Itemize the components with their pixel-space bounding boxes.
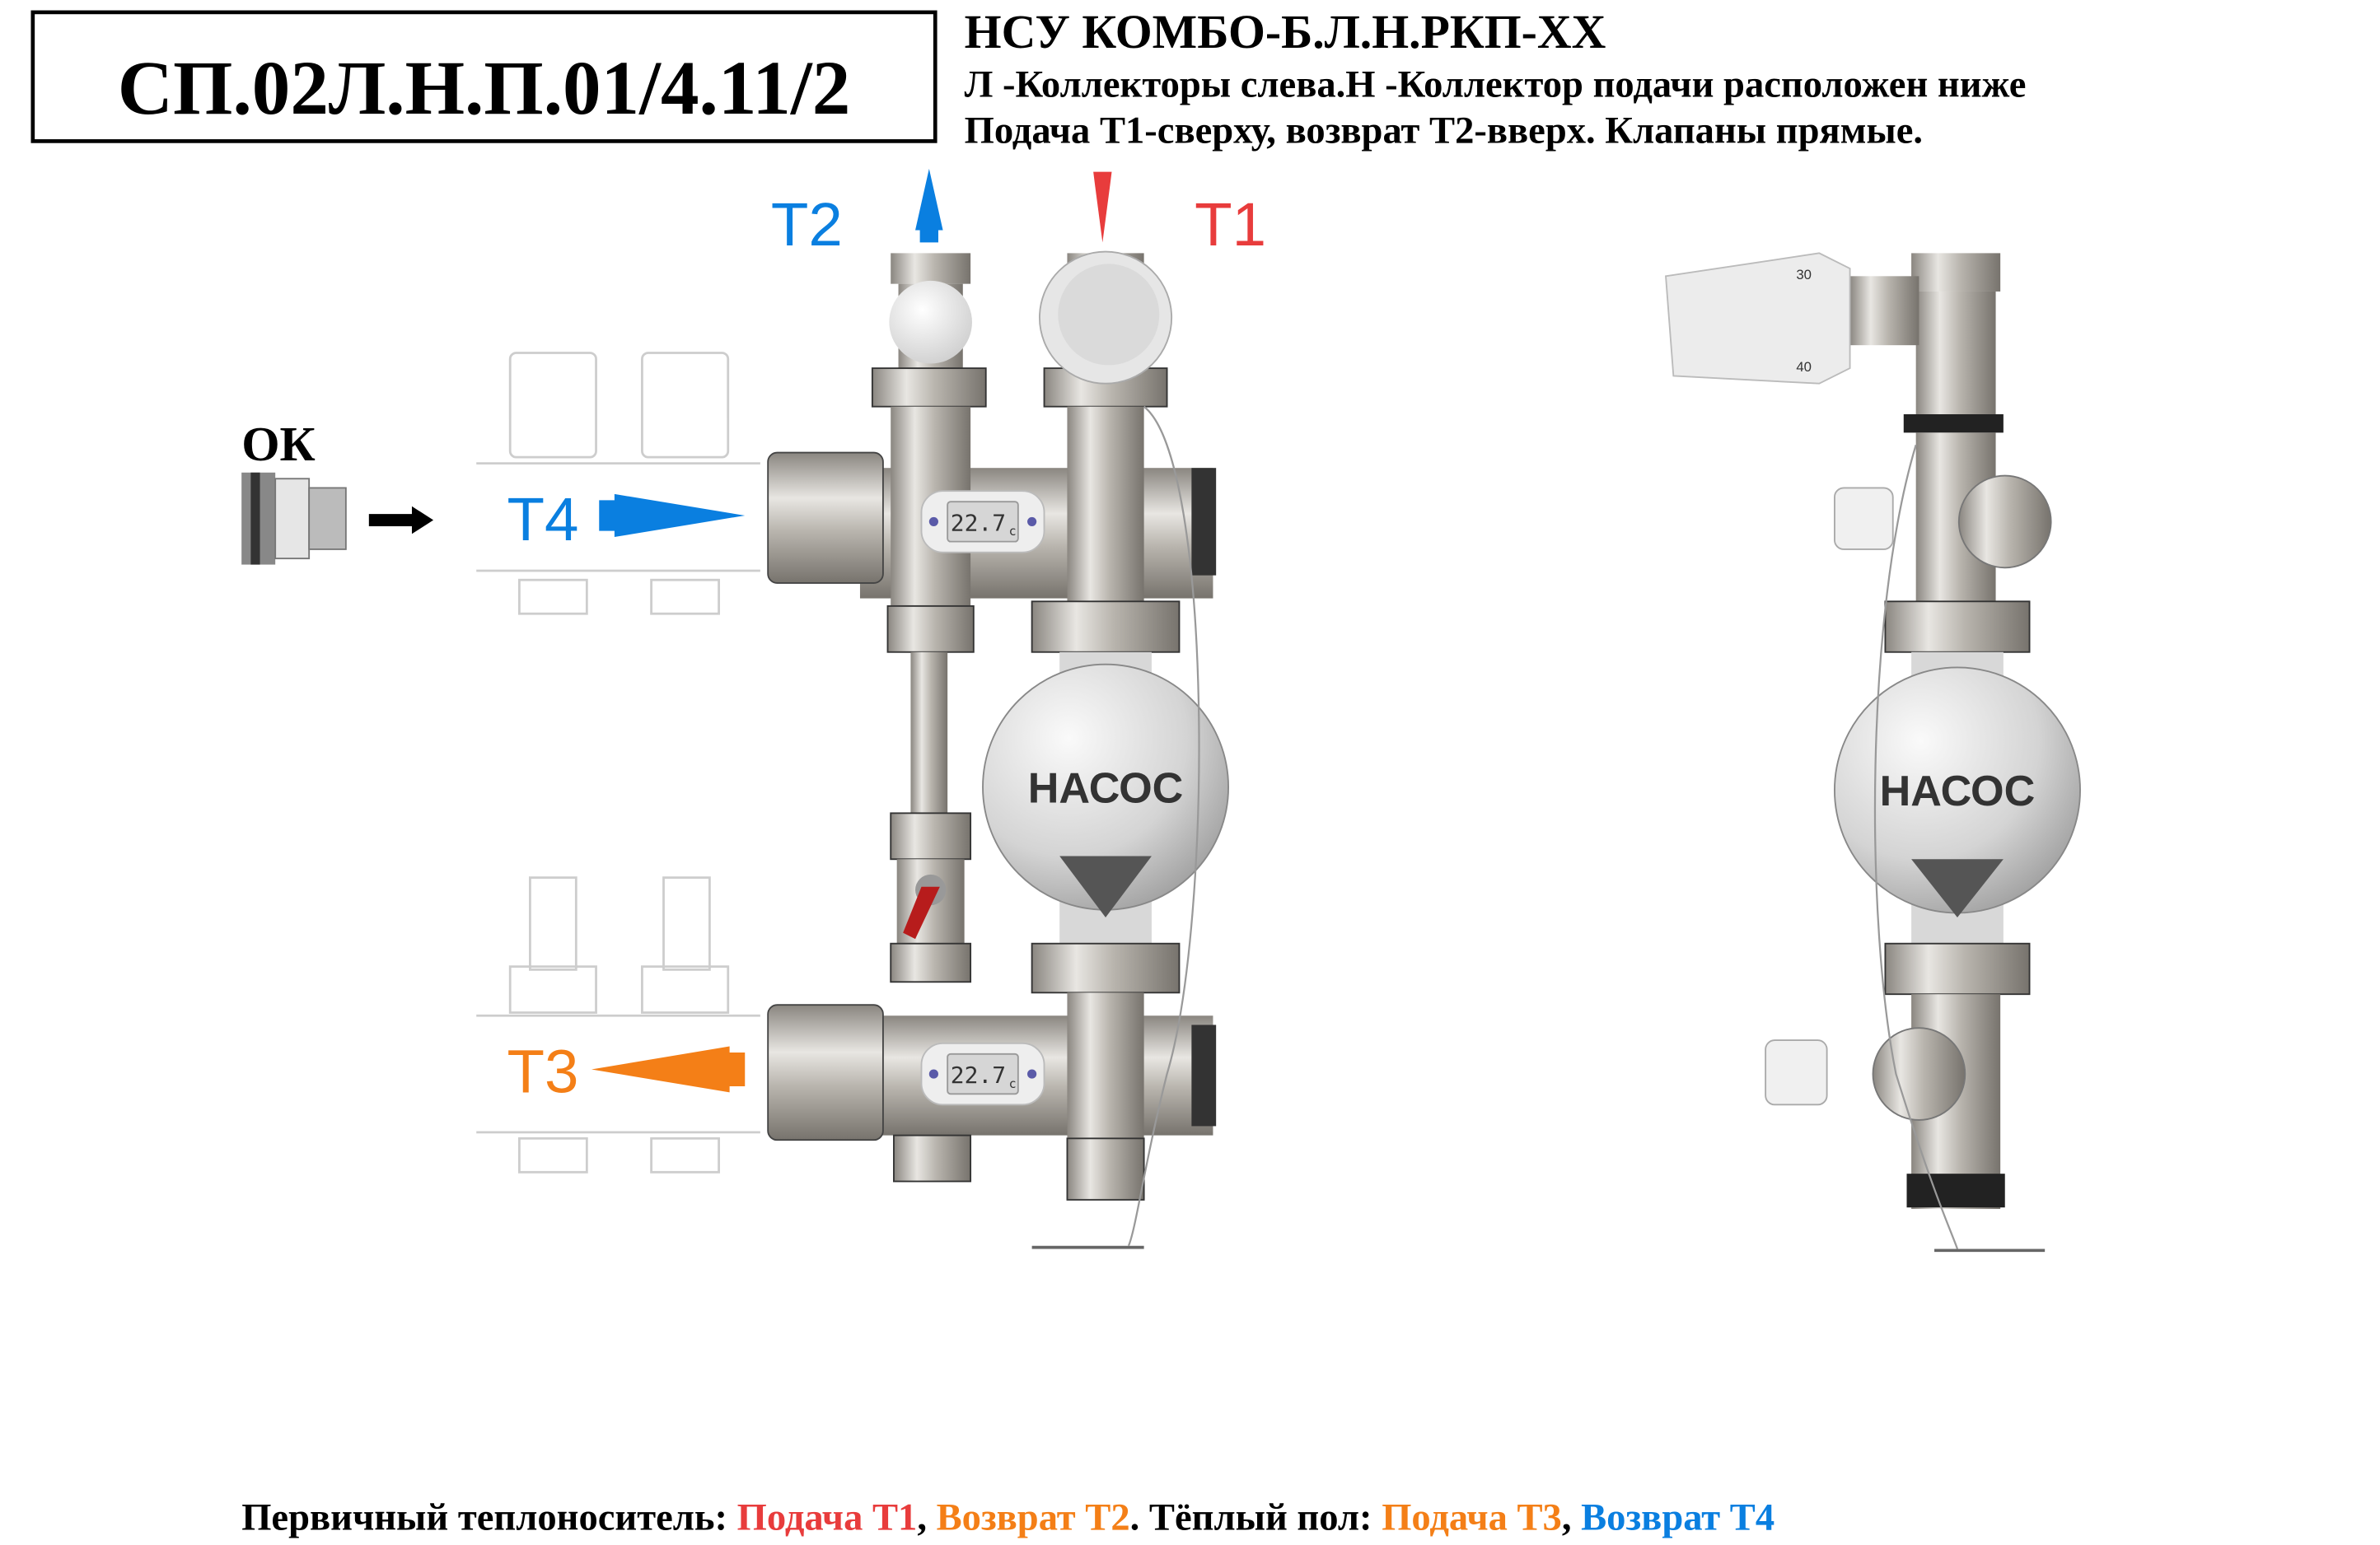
footer-return-t2: Возврат Т2 bbox=[937, 1496, 1130, 1538]
thermometer-value: 22.7 bbox=[951, 1062, 1006, 1089]
ball-valve-handle-icon bbox=[903, 874, 947, 940]
footer-return-t4: Возврат Т4 bbox=[1581, 1496, 1774, 1538]
thermostatic-head-icon bbox=[1038, 250, 1173, 385]
header: НСУ КОМБО-Б.Л.Н.РКП-XX Л -Коллекторы сле… bbox=[965, 7, 2027, 152]
label-t3: T3 bbox=[507, 1037, 578, 1105]
footer-supply-t1: Подача Т1 bbox=[737, 1496, 918, 1538]
arrow-left-t3-icon bbox=[591, 1046, 746, 1093]
thermostatic-head-side-icon: 30 40 bbox=[1665, 252, 1851, 385]
ok-fitting-icon bbox=[241, 472, 347, 565]
side-valve-cap-upper bbox=[1834, 487, 1894, 550]
label-ok: ОК bbox=[241, 417, 316, 471]
sensor-capillary bbox=[1127, 405, 1200, 1247]
thermometer-unit: c bbox=[1009, 1076, 1017, 1091]
title-box: СП.02Л.Н.П.01/4.11/2 bbox=[30, 10, 938, 143]
flow-direction-icon bbox=[1911, 859, 2004, 918]
flow-direction-icon bbox=[1059, 856, 1152, 918]
pump-label: НАСОС bbox=[1880, 768, 2036, 815]
thermometer-lower: 22.7 c bbox=[920, 1042, 1045, 1106]
label-t1: T1 bbox=[1195, 190, 1266, 259]
footer-primary: Первичный теплоноситель: bbox=[241, 1496, 736, 1538]
footer-supply-t3: Подача Т3 bbox=[1382, 1496, 1562, 1538]
scale-30: 30 bbox=[1796, 267, 1812, 282]
arrow-up-t2-icon bbox=[915, 168, 943, 243]
label-t4: T4 bbox=[507, 485, 578, 553]
mixing-unit-front: НАСОС 22.7 c 22.7 c bbox=[767, 250, 1230, 1249]
pump-label: НАСОС bbox=[1028, 764, 1184, 812]
shutoff-knob-icon bbox=[889, 280, 972, 364]
footer-floor: . Тёплый пол: bbox=[1130, 1496, 1382, 1538]
arrow-right-ok-icon bbox=[368, 506, 434, 534]
footer-legend: Первичный теплоноситель: Подача Т1, Возв… bbox=[241, 1496, 1774, 1538]
scale-40: 40 bbox=[1796, 359, 1812, 375]
floor-collectors bbox=[476, 352, 760, 1174]
arrow-right-t4-icon bbox=[599, 493, 746, 538]
thermometer-unit: c bbox=[1009, 524, 1017, 539]
side-valve-cap-lower bbox=[1765, 1039, 1828, 1106]
header-line-2: Л -Коллекторы слева.Н -Коллектор подачи … bbox=[965, 63, 2027, 105]
model-name: НСУ КОМБО-Б.Л.Н.РКП-XX bbox=[965, 7, 1606, 58]
union-badge-icon bbox=[1872, 1027, 1966, 1121]
union-badge-icon bbox=[1957, 474, 2052, 569]
label-t2: T2 bbox=[771, 190, 843, 259]
document-code: СП.02Л.Н.П.01/4.11/2 bbox=[118, 46, 850, 131]
arrow-down-t1-icon bbox=[1093, 171, 1112, 243]
mixing-unit-side: 30 40 НАСОС bbox=[1665, 252, 2081, 1253]
thermometer-upper: 22.7 c bbox=[920, 490, 1045, 553]
header-line-3: Подача Т1-сверху, возврат Т2-вверх. Клап… bbox=[965, 110, 1923, 152]
thermometer-value: 22.7 bbox=[951, 510, 1006, 537]
pump-front: НАСОС bbox=[982, 663, 1230, 918]
